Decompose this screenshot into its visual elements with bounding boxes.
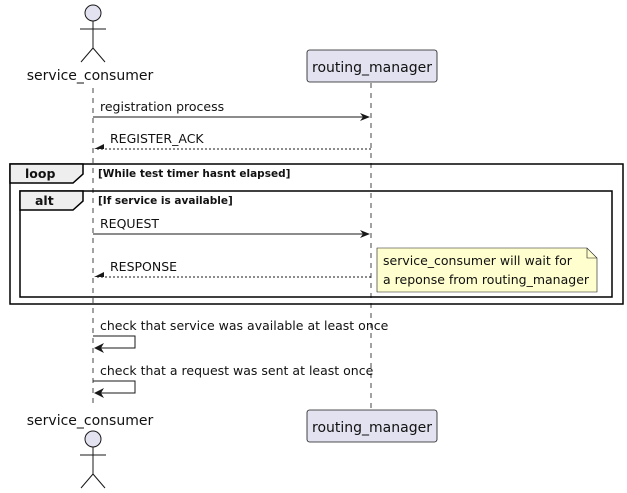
message-label: registration process [100,99,224,114]
manager-participant-bottom[interactable]: routing_manager [306,409,438,443]
alt-fragment: alt [If service is available] [19,190,613,298]
arrowhead [94,388,104,398]
alt-guard: [If service is available] [98,195,233,207]
note-line-1: service_consumer will wait for [383,253,573,268]
manager-name-top: routing_manager [312,60,432,76]
arrowhead [94,343,104,353]
actor-icon [80,4,106,63]
manager-participant-top[interactable]: routing_manager [306,49,438,83]
message-register-ack: REGISTER_ACK [94,131,371,150]
consumer-name-top: service_consumer [27,68,154,84]
message-label: REGISTER_ACK [110,131,204,146]
half-arrowhead [94,272,104,277]
message-label: check that service was available at leas… [100,318,389,333]
self-message-check-service: check that service was available at leas… [93,318,389,353]
message-response: RESPONSE [94,259,371,278]
consumer-name-bottom: service_consumer [27,413,154,429]
consumer-actor-top[interactable]: service_consumer [27,4,154,84]
loop-fragment: loop [While test timer hasnt elapsed] [9,163,624,305]
loop-guard: [While test timer hasnt elapsed] [98,168,290,180]
actor-icon [80,430,106,489]
message-label: check that a request was sent at least o… [100,363,374,378]
manager-name-bottom: routing_manager [312,420,432,436]
message-label: REQUEST [100,216,159,231]
alt-tag: alt [35,193,54,208]
half-arrowhead [94,144,104,149]
message-registration: registration process [93,99,370,121]
loop-tag: loop [25,166,55,181]
consumer-actor-bottom[interactable]: service_consumer [27,413,154,489]
message-request: REQUEST [93,216,370,238]
message-label: RESPONSE [110,259,177,274]
note: service_consumer will wait for a reponse… [376,247,598,293]
note-line-2: a reponse from routing_manager [383,272,590,287]
self-message-check-request: check that a request was sent at least o… [93,363,374,398]
